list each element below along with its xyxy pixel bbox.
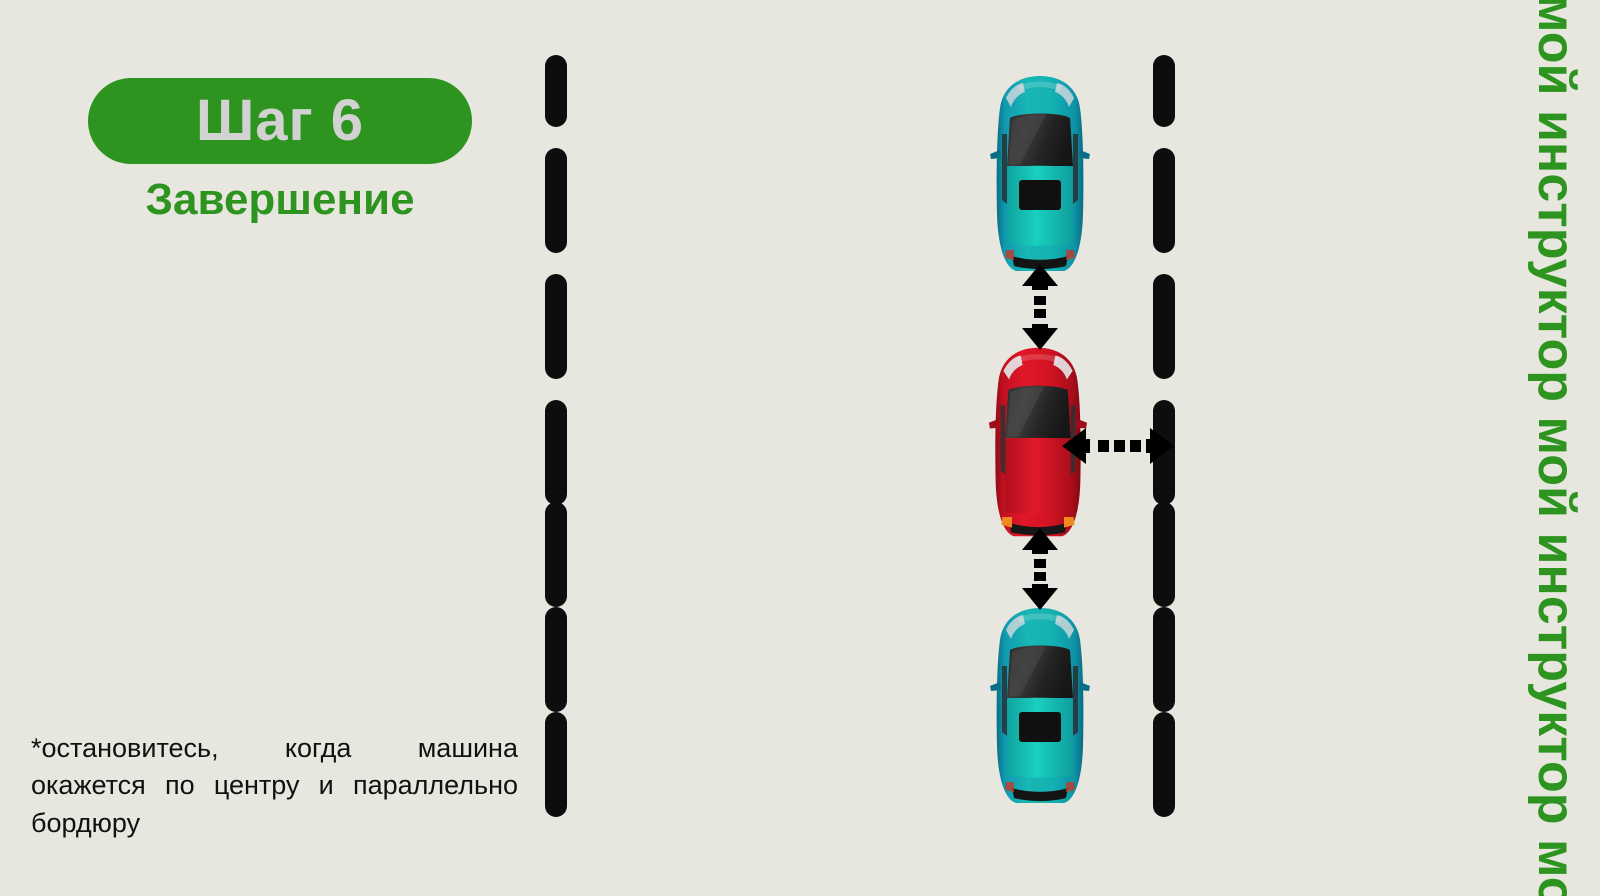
ego-car	[988, 342, 1088, 542]
lane-dash	[1153, 607, 1175, 712]
footnote-text: *остановитесь, когда машина окажется по …	[31, 733, 518, 838]
step-subtitle: Завершение	[145, 175, 415, 224]
parked-car-front	[990, 74, 1090, 274]
lane-dash	[1153, 712, 1175, 817]
lane-dash	[545, 712, 567, 817]
lane-dash	[1153, 502, 1175, 607]
left-dashed-lane-marking	[545, 55, 567, 825]
lane-dash	[545, 607, 567, 712]
gap-rear-arrow	[1012, 528, 1068, 610]
lane-dash	[545, 55, 567, 127]
lane-dash	[545, 502, 567, 607]
watermark-strip: мой инструктор мой инструктор мой и	[1528, 0, 1600, 896]
watermark-label: мой инструктор мой инструктор мой и	[1528, 0, 1585, 896]
lane-dash	[545, 274, 567, 379]
lane-dash	[1153, 55, 1175, 127]
lane-dash	[545, 148, 567, 253]
parked-car-rear	[990, 606, 1090, 806]
curb-distance-arrow	[1062, 418, 1174, 474]
lane-dash	[545, 400, 567, 505]
lane-dash	[1153, 274, 1175, 379]
lane-dash	[1153, 148, 1175, 253]
gap-front-arrow	[1012, 264, 1068, 350]
step-badge: Шаг 6	[88, 78, 472, 164]
step-badge-label: Шаг 6	[195, 88, 365, 153]
